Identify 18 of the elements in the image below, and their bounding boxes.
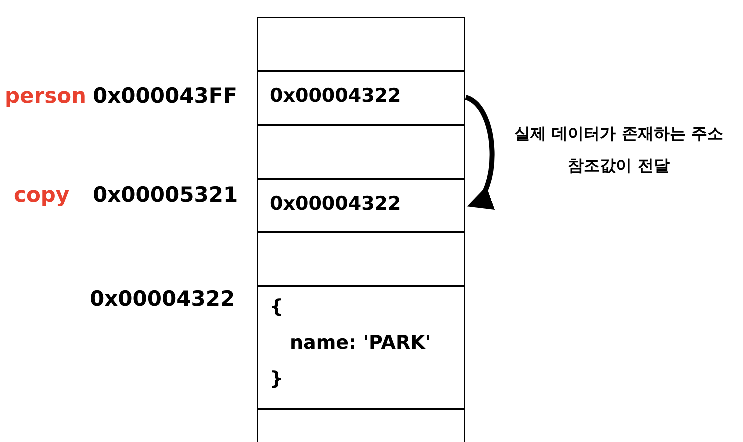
address-label: 0x000043FF [93, 84, 238, 108]
object-literal-line: { [270, 296, 284, 318]
variable-name: person [5, 84, 87, 108]
variable-name: copy [14, 183, 70, 207]
curved-arrow [464, 95, 496, 208]
address-label: 0x00005321 [93, 183, 238, 207]
address-value: 0x00004322 [270, 193, 402, 215]
note-text: 실제 데이터가 존재하는 주소 참조값이 전달 [514, 123, 724, 177]
memory-cell [257, 17, 465, 72]
address-label: 0x00004322 [90, 287, 236, 311]
object-literal-line: } [270, 368, 284, 390]
memory-cell [257, 231, 465, 287]
object-literal-line: name: 'PARK' [290, 332, 432, 354]
memory-cell [257, 285, 465, 410]
memory-cell [257, 178, 465, 233]
memory-cell [257, 70, 465, 126]
memory-cell [257, 124, 465, 180]
address-value: 0x00004322 [270, 85, 402, 107]
